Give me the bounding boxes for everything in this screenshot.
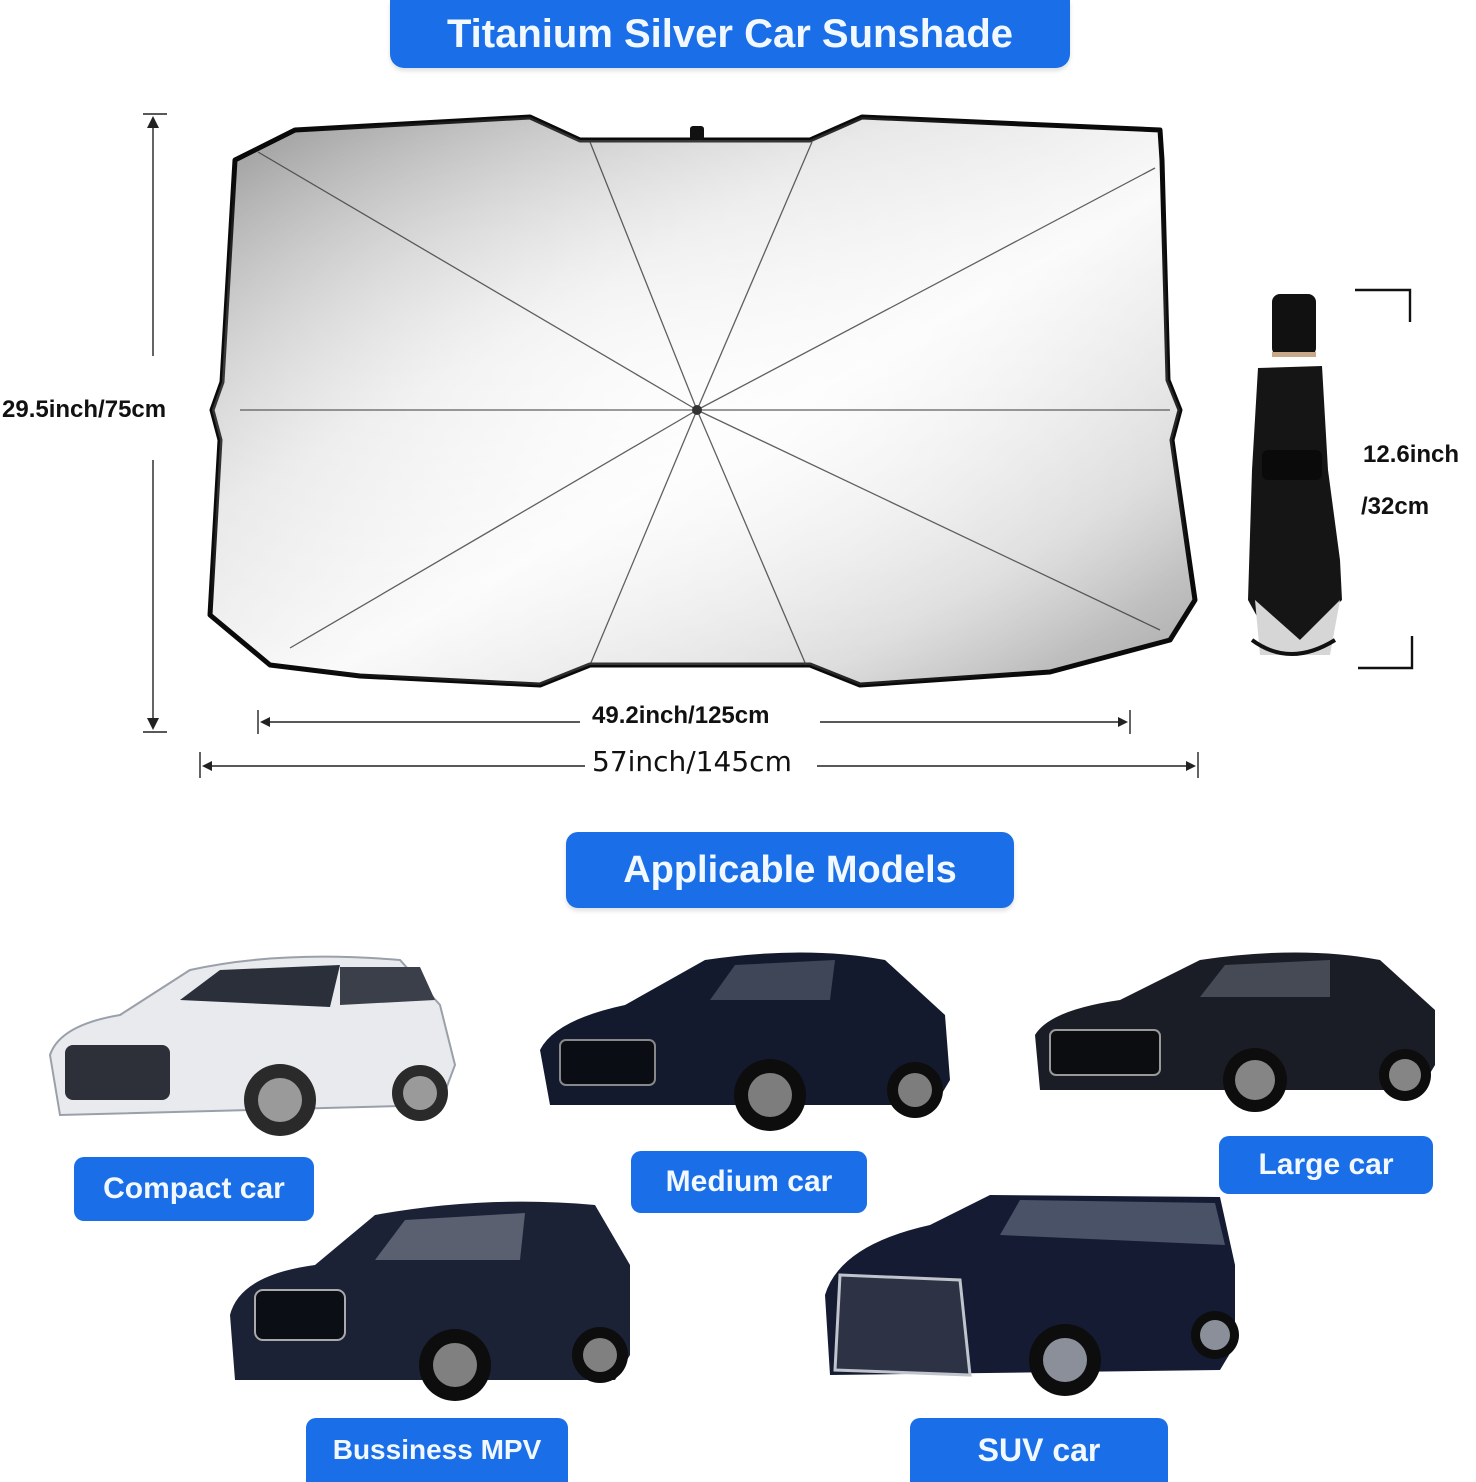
folded-length-label-1: 12.6inch xyxy=(1363,441,1460,469)
model-label-medium: Medium car xyxy=(631,1151,867,1213)
business-mpv-car-image xyxy=(230,1201,630,1401)
model-label-compact: Compact car xyxy=(74,1157,314,1221)
folded-length-label-2: /32cm xyxy=(1361,493,1430,521)
model-label-text: Compact car xyxy=(103,1172,285,1205)
large-car-image xyxy=(1035,952,1435,1112)
medium-car-image xyxy=(540,952,950,1131)
section-title: Applicable Models xyxy=(623,848,957,891)
model-label-large: Large car xyxy=(1219,1136,1433,1194)
model-label-text: Large car xyxy=(1258,1148,1394,1181)
page-title: Titanium Silver Car Sunshade xyxy=(446,11,1014,56)
title-banner: Titanium Silver Car Sunshade xyxy=(390,0,1070,68)
outer-width-dimension-label: 57inch/145cm xyxy=(592,745,792,778)
inner-width-dimension-label: 49.2inch/125cm xyxy=(592,702,770,730)
model-label-text: Bussiness MPV xyxy=(332,1434,542,1465)
folded-umbrella-icon xyxy=(1248,294,1342,656)
compact-car-image xyxy=(48,955,457,1136)
model-label-business-mpv: Bussiness MPV xyxy=(306,1418,568,1482)
height-dimension-label: 29.5inch/75cm xyxy=(2,396,167,424)
suv-car-image xyxy=(825,1195,1239,1396)
model-label-suv: SUV car xyxy=(910,1418,1168,1482)
sunshade-illustration xyxy=(143,113,1414,778)
model-label-text: Medium car xyxy=(665,1165,833,1198)
model-label-text: SUV car xyxy=(977,1431,1101,1468)
applicable-models-banner: Applicable Models xyxy=(566,832,1014,908)
